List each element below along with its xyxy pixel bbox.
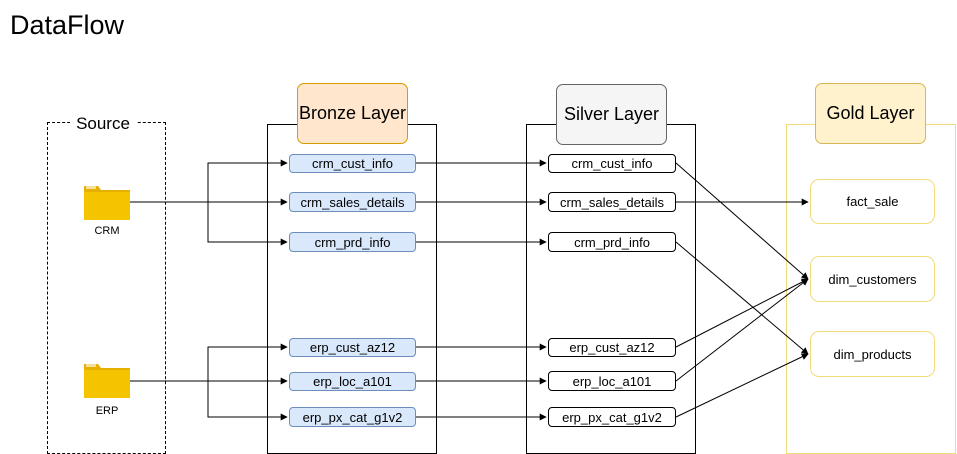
silver-layer-title: Silver Layer [556,84,667,145]
silver-table-crm-cust-info[interactable]: crm_cust_info [548,154,676,173]
bronze-table-erp-px-cat-g1v2[interactable]: erp_px_cat_g1v2 [289,407,416,427]
folder-icon [84,186,130,220]
bronze-table-crm-sales-details[interactable]: crm_sales_details [289,192,416,212]
erp-folder[interactable] [84,362,130,403]
arrow-crm-to-bronze-crm-cust-info [207,159,288,202]
source-title: Source [70,113,136,135]
arrow-silver-prd-info-to-dim-products [675,241,809,355]
bronze-table-crm-cust-info[interactable]: crm_cust_info [289,154,416,173]
silver-table-erp-px-cat-g1v2[interactable]: erp_px_cat_g1v2 [548,407,676,427]
arrow-silver-cust-info-to-dim-customers [675,162,809,280]
gold-layer-title: Gold Layer [815,83,926,144]
silver-table-crm-sales-details[interactable]: crm_sales_details [548,192,676,212]
folder-icon [84,364,130,398]
gold-table-fact-sale[interactable]: fact_sale [810,179,935,224]
silver-table-erp-loc-a101[interactable]: erp_loc_a101 [548,371,676,391]
erp-folder-label: ERP [95,405,119,417]
bronze-table-erp-loc-a101[interactable]: erp_loc_a101 [289,372,416,391]
bronze-table-crm-prd-info[interactable]: crm_prd_info [289,232,416,252]
page-title: DataFlow [10,10,125,40]
gold-table-dim-products[interactable]: dim_products [810,331,935,377]
crm-folder-label: CRM [94,225,120,237]
silver-table-crm-prd-info[interactable]: crm_prd_info [548,232,676,252]
bronze-table-erp-cust-az12[interactable]: erp_cust_az12 [289,338,416,357]
arrow-erp-to-bronze-erp-cust-az12 [207,343,288,381]
arrow-erp-to-bronze-erp-px-cat-g1v2 [207,381,288,421]
arrow-crm-to-bronze-crm-prd-info [207,202,288,246]
bronze-layer-title: Bronze Layer [297,83,408,144]
arrow-silver-cust-az12-to-dim-customers [675,278,809,348]
gold-table-dim-customers[interactable]: dim_customers [810,256,935,302]
arrow-silver-px-cat-to-dim-products [675,353,809,418]
arrow-silver-loc-a101-to-dim-customers [675,278,809,382]
crm-folder[interactable] [84,184,130,225]
silver-table-erp-cust-az12[interactable]: erp_cust_az12 [548,338,676,357]
